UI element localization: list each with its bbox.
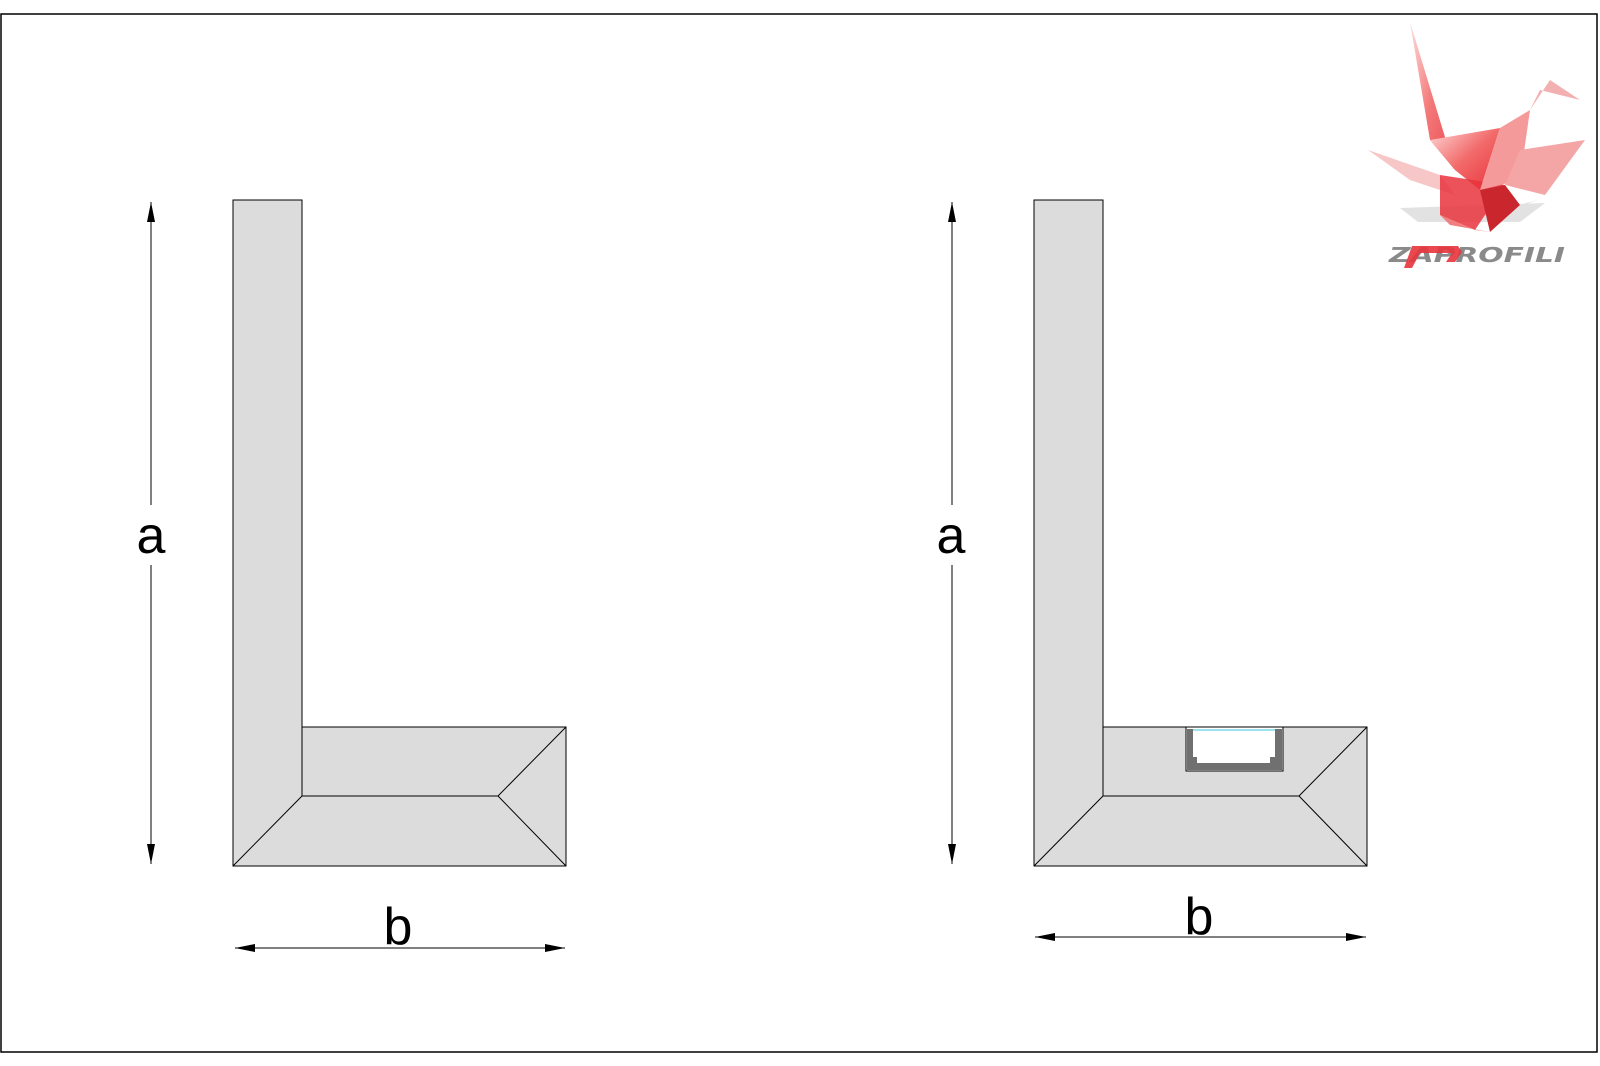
left-profile-shape: [232, 199, 567, 867]
left-profile: a b: [137, 199, 567, 956]
right-profile: a b: [937, 199, 1368, 946]
left-dim-a-label: a: [137, 507, 166, 565]
right-dim-b-label: b: [1185, 888, 1214, 946]
led-channel-cutout: [1185, 726, 1284, 772]
brand-logo: ZAPROFILI: [1368, 22, 1585, 268]
brand-logo-accent-mark: [1404, 246, 1462, 268]
right-dim-a-label: a: [937, 507, 966, 565]
led-channel: [1185, 726, 1284, 772]
origami-crane-icon: [1368, 22, 1585, 232]
drawing-frame: [0, 13, 1598, 1053]
led-channel-body: [1187, 729, 1282, 770]
left-profile-bevel-lines: [232, 726, 567, 867]
right-profile-bevel-lines: [1033, 726, 1368, 867]
left-dim-b-label: b: [384, 898, 413, 956]
